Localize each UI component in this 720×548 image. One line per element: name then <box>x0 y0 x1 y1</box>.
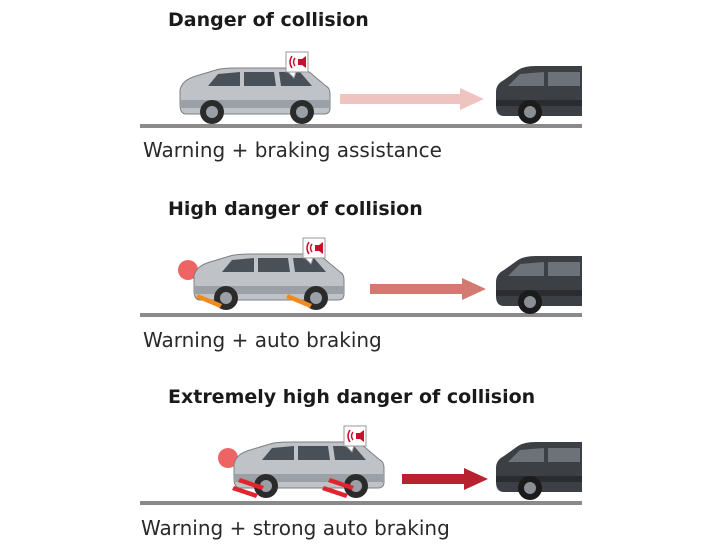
approach-arrow <box>402 468 488 490</box>
stage-high-danger-of-collision: High danger of collision <box>0 190 720 360</box>
vehicle-ahead <box>496 442 582 500</box>
strong-brake-marker-rear <box>232 478 264 498</box>
vehicle-ahead <box>496 66 582 124</box>
own-car <box>233 441 385 498</box>
stage-title: Extremely high danger of collision <box>168 386 536 408</box>
stage-scene <box>140 425 582 505</box>
vehicle-ahead <box>496 256 582 314</box>
stage-danger-of-collision: Danger of collision <box>0 0 720 170</box>
brake-marker-rear <box>196 294 222 308</box>
stage-caption: Warning + braking assistance <box>143 138 442 162</box>
stage-scene <box>140 237 582 317</box>
warning-speaker-icon <box>302 237 326 265</box>
own-car <box>193 253 345 310</box>
brake-light-glow <box>218 448 238 468</box>
brake-light-glow <box>178 260 198 280</box>
stage-title: High danger of collision <box>168 198 423 220</box>
brake-marker-front <box>286 294 312 308</box>
approach-arrow <box>370 278 486 300</box>
road-line <box>140 501 582 505</box>
stage-caption: Warning + auto braking <box>143 328 382 352</box>
strong-brake-marker-front <box>322 478 354 498</box>
stage-caption: Warning + strong auto braking <box>141 516 450 540</box>
stage-extremely-high-danger-of-collision: Extremely high danger of collision <box>0 378 720 548</box>
warning-speaker-icon <box>285 51 309 79</box>
road-line <box>140 124 582 128</box>
warning-speaker-icon <box>343 425 367 453</box>
stage-title: Danger of collision <box>168 9 369 31</box>
stage-scene <box>140 51 582 128</box>
approach-arrow <box>340 88 484 110</box>
road-line <box>140 313 582 317</box>
own-car <box>179 67 331 124</box>
